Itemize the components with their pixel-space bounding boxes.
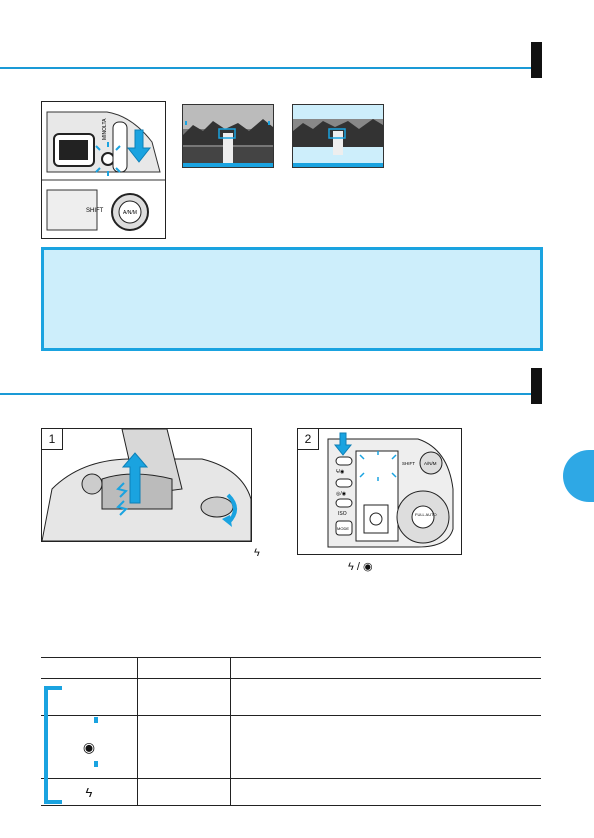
step2-control-panel-illustration: A/N/M SHIFT ϟ/◉ ◎/◉ ISO MODE FULL AUTO bbox=[297, 428, 462, 555]
eye-icon: ◉ bbox=[41, 715, 138, 779]
section2-marker bbox=[531, 368, 542, 404]
panel-mode-button-label: ◎/◉ bbox=[336, 491, 347, 497]
table-cell-mode bbox=[137, 678, 231, 716]
step2-caption: ϟ / ◉ bbox=[348, 561, 373, 573]
brand-label: MINOLTA bbox=[102, 118, 108, 140]
step1-flash-popup-illustration bbox=[41, 428, 252, 542]
panel-iso-label: ISO bbox=[338, 511, 347, 517]
table-row: ϟ bbox=[41, 778, 541, 806]
table-cell-desc bbox=[230, 778, 541, 806]
panel-drive-label: MODE bbox=[337, 526, 349, 531]
flash-mode-table: ◉ ϟ bbox=[41, 657, 541, 806]
viewfinder-image-1 bbox=[182, 104, 274, 168]
shift-label: SHIFT bbox=[86, 208, 104, 214]
panel-shift-label: SHIFT bbox=[402, 461, 415, 466]
panel-flash-button-label: ϟ/◉ bbox=[336, 469, 345, 475]
panel-dial-label: A/N/M bbox=[424, 461, 437, 466]
section1-marker bbox=[531, 42, 542, 78]
step2-number: 2 bbox=[297, 428, 319, 450]
table-cell-mode bbox=[137, 778, 231, 806]
viewfinder-image-2 bbox=[292, 104, 384, 168]
step1-number: 1 bbox=[41, 428, 63, 450]
section2-rule bbox=[0, 393, 536, 395]
table-bracket bbox=[44, 686, 62, 804]
dial-label: A/N/M bbox=[123, 210, 137, 216]
table-row bbox=[41, 678, 541, 716]
chapter-tab bbox=[563, 450, 594, 502]
step1-caption: ϟ bbox=[254, 547, 260, 559]
table-cell-desc bbox=[230, 715, 541, 779]
table-dot-1 bbox=[94, 717, 98, 723]
camera-viewfinder-illustration: MINOLTA A/N/M SHIFT bbox=[41, 101, 166, 239]
table-header-row bbox=[41, 657, 541, 679]
section1-rule bbox=[0, 67, 536, 69]
table-row: ◉ bbox=[41, 715, 541, 779]
table-cell-mode bbox=[137, 715, 231, 779]
table-dot-2 bbox=[94, 761, 98, 767]
panel-full-auto-label: FULL AUTO bbox=[415, 512, 437, 517]
table-cell-desc bbox=[230, 678, 541, 716]
info-note-box bbox=[41, 247, 543, 351]
